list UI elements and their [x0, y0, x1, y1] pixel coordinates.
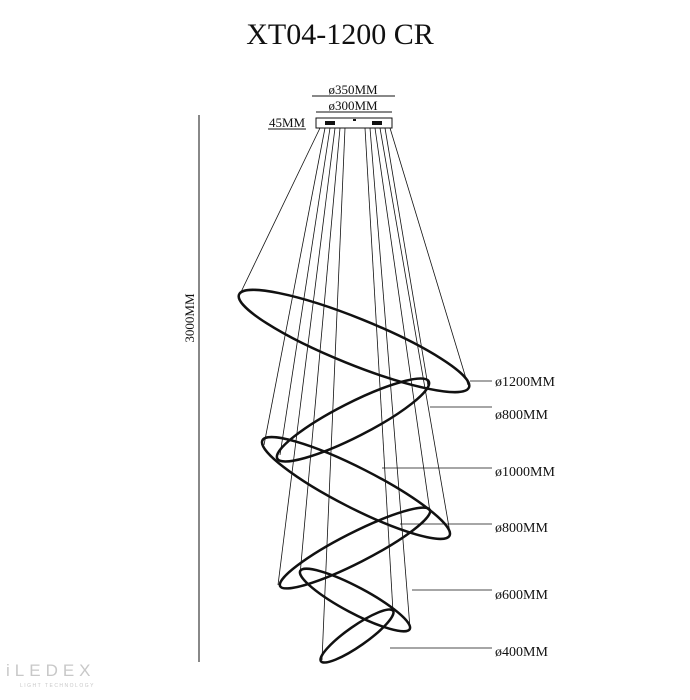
- rings: [237, 288, 471, 664]
- ring-label-600: ø600MM: [495, 588, 548, 603]
- ring-800-bottom: [278, 506, 432, 590]
- drawing-title: XT04-1200 CR: [246, 18, 434, 51]
- ring-800-top: [275, 377, 431, 463]
- canopy-dimensions: [268, 95, 395, 130]
- iledex-logo: iLEDEX LIGHT TECHNOLOGY: [6, 661, 96, 689]
- canopy: [315, 117, 393, 129]
- leader-lines: [382, 380, 492, 649]
- canopy-outer-diameter: ø350MM: [328, 82, 378, 97]
- canopy-inner-diameter: ø300MM: [328, 98, 378, 113]
- svg-text:LIGHT TECHNOLOGY: LIGHT TECHNOLOGY: [20, 683, 95, 689]
- ring-label-800-bottom: ø800MM: [495, 521, 548, 536]
- suspension-wires: [240, 127, 469, 661]
- canopy-vents: [325, 119, 382, 125]
- canopy-height: 45MM: [269, 115, 306, 130]
- ring-600: [298, 567, 412, 633]
- ring-label-800-top: ø800MM: [495, 408, 548, 423]
- svg-text:iLEDEX: iLEDEX: [6, 661, 96, 680]
- ring-label-1200: ø1200MM: [495, 375, 555, 390]
- ring-1200: [237, 288, 471, 394]
- total-height: 3000MM: [182, 293, 197, 343]
- ring-400: [319, 608, 395, 664]
- ring-1000: [260, 435, 452, 541]
- ring-label-400: ø400MM: [495, 645, 548, 660]
- ring-label-1000: ø1000MM: [495, 465, 555, 480]
